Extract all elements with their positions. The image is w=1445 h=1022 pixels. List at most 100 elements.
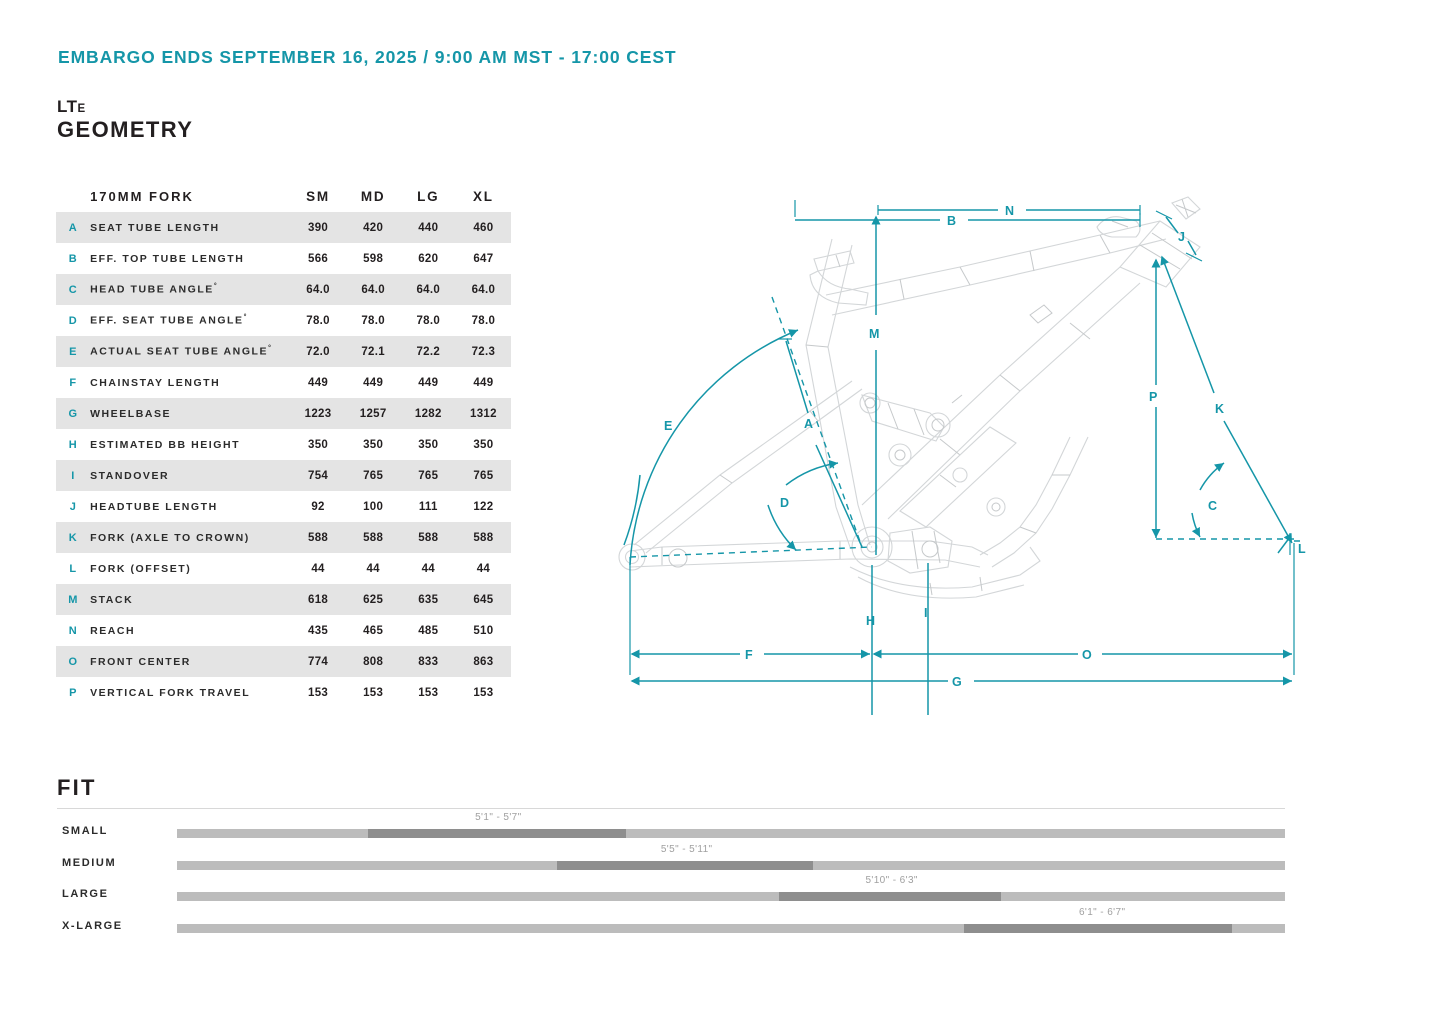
- cell-value: 833: [418, 655, 439, 668]
- row-key-l: L: [69, 562, 77, 575]
- row-key-o: O: [68, 655, 78, 668]
- cell-value: 449: [363, 376, 384, 389]
- cell-value: 420: [363, 221, 384, 234]
- cell-value: 510: [473, 624, 494, 637]
- row-key-a: A: [68, 221, 78, 234]
- fit-size-label: X-LARGE: [62, 919, 123, 932]
- bike-geometry-diagram: .fr { fill:none; stroke:#d3d6d8; stroke-…: [600, 175, 1340, 720]
- row-key-b: B: [68, 252, 78, 265]
- row-key-d: D: [68, 314, 78, 327]
- row-label-text: CHAINSTAY LENGTH: [90, 376, 221, 389]
- row-label: FORK (OFFSET): [90, 553, 290, 584]
- dimension-label-E: E: [664, 419, 673, 433]
- fit-size-label: MEDIUM: [62, 856, 117, 869]
- dimension-B: B: [794, 200, 1141, 228]
- dimension-label-G: G: [952, 675, 962, 689]
- dimension-label-P: P: [1149, 390, 1158, 404]
- cell-value: 460: [473, 221, 494, 234]
- cell-value: 92: [311, 500, 325, 513]
- cell-value: 350: [473, 438, 494, 451]
- fit-range-label: 5'1" - 5'7": [475, 812, 522, 823]
- row-label: STACK: [90, 584, 290, 615]
- geometry-table-header-row: 170MM FORK SM MD LG XL: [56, 180, 511, 212]
- row-label-text: STANDOVER: [90, 469, 170, 482]
- cell-value: 78.0: [361, 314, 385, 327]
- dimension-label-A: A: [804, 417, 814, 431]
- cell-value: 588: [418, 531, 439, 544]
- row-key-g: G: [68, 407, 78, 420]
- cell-value: 588: [308, 531, 329, 544]
- cell-value: 774: [308, 655, 329, 668]
- cell-value: 765: [363, 469, 384, 482]
- fit-row: MEDIUM 5'5" - 5'11": [0, 844, 1445, 876]
- dimension-label-F: F: [745, 648, 753, 662]
- cell-value: 390: [308, 221, 329, 234]
- fit-range-segment: [778, 892, 1002, 901]
- fit-range-segment: [963, 923, 1232, 933]
- row-label-text: FORK (OFFSET): [90, 562, 192, 575]
- dimension-C: C: [1191, 462, 1225, 538]
- cell-value: 645: [473, 593, 494, 606]
- dimension-O: O: [872, 648, 1292, 662]
- dimension-label-C: C: [1208, 499, 1218, 513]
- cell-value: 449: [473, 376, 494, 389]
- row-label-text: ACTUAL SEAT TUBE ANGLE: [90, 345, 269, 358]
- dimension-D: D: [767, 459, 839, 551]
- cell-value: 64.0: [416, 283, 441, 296]
- row-key-h: H: [68, 438, 78, 451]
- cell-value: 635: [418, 593, 439, 606]
- row-label: STANDOVER: [90, 460, 290, 491]
- cell-value: 588: [473, 531, 494, 544]
- row-label: ACTUAL SEAT TUBE ANGLE°: [90, 336, 290, 367]
- cell-value: 44: [366, 562, 380, 575]
- cell-value: 625: [363, 593, 384, 606]
- row-label-text: REACH: [90, 624, 136, 637]
- row-label-text: FRONT CENTER: [90, 655, 191, 668]
- row-key-e: E: [69, 345, 77, 358]
- cell-value: 1312: [470, 407, 497, 420]
- fit-range-label: 5'5" - 5'11": [660, 843, 713, 855]
- fit-track: [177, 923, 1285, 933]
- header-size-lg: LG: [417, 188, 440, 204]
- section-heading-fit: FIT: [57, 775, 97, 800]
- dimension-label-K: K: [1215, 402, 1225, 416]
- cell-value: 765: [473, 469, 494, 482]
- row-label-text: ESTIMATED BB HEIGHT: [90, 438, 241, 451]
- row-key-j: J: [69, 500, 77, 513]
- page-title: LTE GEOMETRY: [57, 98, 193, 142]
- row-label: SEAT TUBE LENGTH: [90, 212, 290, 243]
- fit-track: [177, 892, 1285, 901]
- dimension-M: M: [869, 215, 881, 555]
- row-label: CHAINSTAY LENGTH: [90, 367, 290, 398]
- row-label-text: FORK (AXLE TO CROWN): [90, 531, 250, 544]
- cell-value: 64.0: [471, 283, 496, 296]
- cell-value: 350: [308, 438, 329, 451]
- cell-value: 122: [473, 500, 494, 513]
- cell-value: 44: [311, 562, 325, 575]
- row-label: FRONT CENTER: [90, 646, 290, 677]
- row-label: HEAD TUBE ANGLE°: [90, 274, 290, 305]
- cell-value: 64.0: [306, 283, 330, 296]
- row-label-text: VERTICAL FORK TRAVEL: [90, 686, 251, 699]
- frame-illustration: [618, 196, 1201, 599]
- cell-value: 765: [418, 469, 439, 482]
- dimension-L: L: [1277, 533, 1306, 556]
- row-key-i: I: [71, 469, 75, 482]
- dimension-P: P: [1149, 258, 1161, 538]
- cell-value: 72.1: [361, 345, 385, 358]
- dimension-F: F: [630, 648, 870, 662]
- dimension-label-D: D: [780, 496, 790, 510]
- row-key-c: C: [68, 283, 78, 296]
- dimension-label-J: J: [1178, 230, 1185, 244]
